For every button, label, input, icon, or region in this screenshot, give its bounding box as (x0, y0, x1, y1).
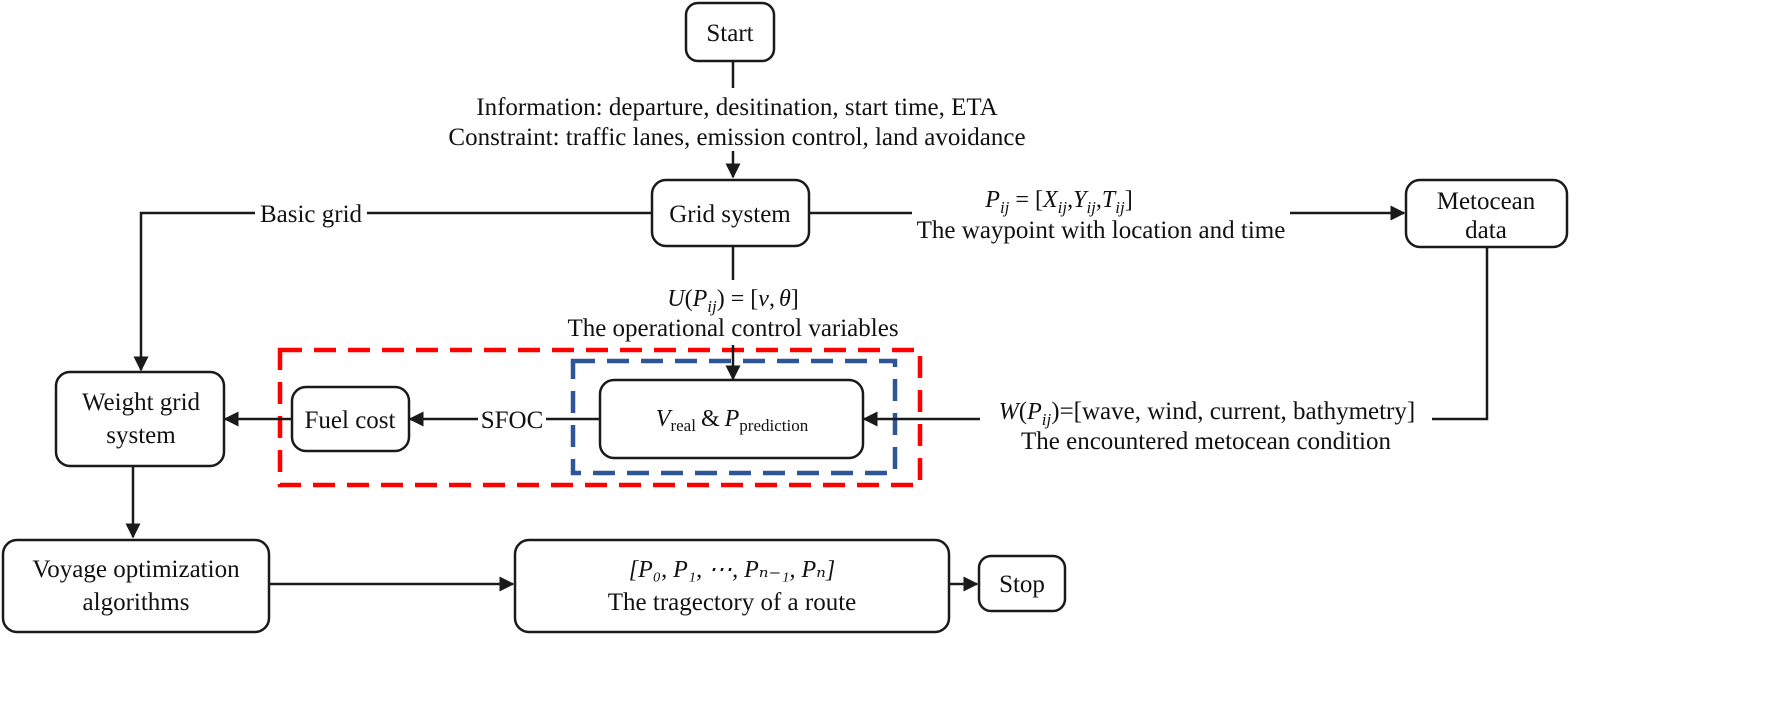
waypoint-label: The waypoint with location and time (917, 217, 1286, 244)
stop-label: Stop (999, 571, 1045, 598)
info-text: Information: departure, desitination, st… (476, 94, 997, 121)
node-trajectory: [P₀, P₁, ⋯, Pₙ₋₁, Pₙ] The tragectory of … (513, 538, 951, 634)
trajectory-label: The tragectory of a route (608, 589, 857, 616)
node-metocean-data: Metocean data (1404, 178, 1569, 249)
control-formula: U(Pij)=[v,θ] (667, 286, 798, 316)
condition-annotation: W(Pij)=[wave, wind, current, bathymetry]… (999, 398, 1415, 455)
node-stop: Stop (977, 554, 1067, 613)
control-annotation: U(Pij)=[v,θ] The operational control var… (567, 286, 898, 342)
prediction-label: Vreal&Pprediction (656, 406, 809, 435)
voyage-label-line2: algorithms (83, 589, 190, 616)
fuel-cost-label: Fuel cost (305, 407, 396, 434)
waypoint-annotation: Pij=[Xij,Yij,Tij] The waypoint with loca… (917, 187, 1286, 244)
outer-dashed-region (277, 347, 923, 488)
edge-metocean-to-condition (1432, 247, 1489, 421)
constraint-text: Constraint: traffic lanes, emission cont… (448, 124, 1025, 151)
node-voyage-optimization: Voyage optimization algorithms (1, 538, 271, 634)
node-start: Start (684, 1, 776, 63)
metocean-label-line1: Metocean (1437, 188, 1536, 215)
node-weight-grid-system: Weight grid system (54, 370, 226, 468)
weight-grid-label-line1: Weight grid (82, 389, 201, 416)
weight-grid-label-line2: system (106, 422, 176, 449)
inner-dashed-region (570, 358, 898, 476)
voyage-label-line1: Voyage optimization (32, 556, 240, 583)
start-label: Start (706, 20, 753, 47)
control-label: The operational control variables (567, 315, 898, 342)
edge-grid-to-weight (133, 211, 652, 372)
metocean-label-line2: data (1465, 217, 1507, 244)
basic-grid-label: Basic grid (260, 201, 363, 228)
grid-system-label: Grid system (669, 201, 791, 228)
waypoint-formula: Pij=[Xij,Yij,Tij] (984, 187, 1132, 217)
node-grid-system: Grid system (650, 178, 811, 248)
condition-label: The encountered metocean condition (1021, 428, 1391, 455)
trajectory-formula: [P₀, P₁, ⋯, Pₙ₋₁, Pₙ] (629, 557, 835, 583)
condition-formula: W(Pij)=[wave, wind, current, bathymetry] (999, 398, 1415, 429)
node-prediction: Vreal&Pprediction (598, 378, 865, 460)
node-fuel-cost: Fuel cost (290, 385, 411, 453)
sfoc-label: SFOC (481, 407, 544, 434)
